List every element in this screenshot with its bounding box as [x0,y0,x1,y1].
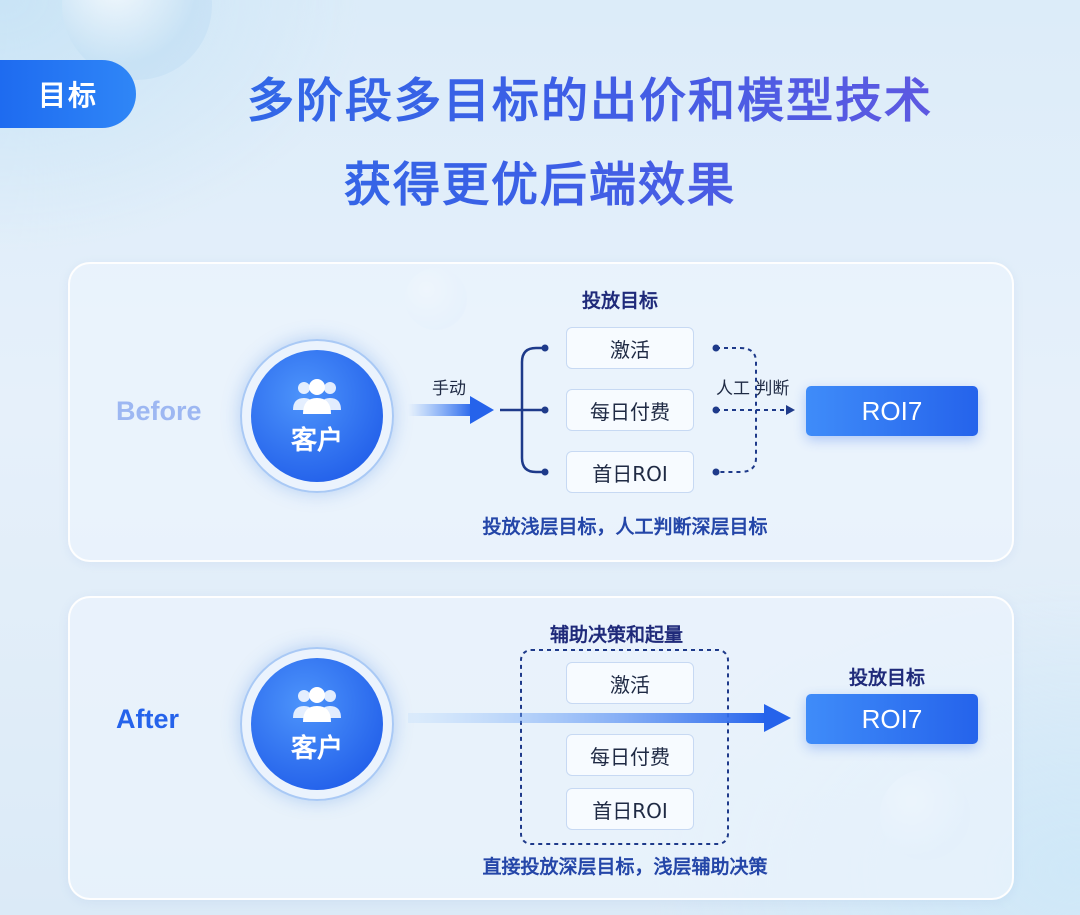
client-node-before: 客户 [240,339,394,493]
goal-first-day-roi: 首日ROI [566,451,694,493]
target-title: 投放目标 [849,667,926,689]
goal-activation: 激活 [566,662,694,704]
section-tag: 目标 [0,60,136,128]
client-node-after: 客户 [240,647,394,801]
goal-first-day-roi: 首日ROI [566,788,694,830]
goal-activation: 激活 [566,327,694,369]
after-label: After [116,704,180,734]
assist-title: 辅助决策和起量 [550,624,684,646]
roi7-box: ROI7 [806,694,978,744]
users-icon [293,686,341,722]
goal-daily-payment: 每日付费 [566,734,694,776]
client-label: 客户 [290,425,343,456]
roi7-box: ROI7 [806,386,978,436]
page-title: 多阶段多目标的出价和模型技术 [0,62,1080,131]
users-icon [293,378,341,414]
manual-judgment-label: 人工 判断 [716,379,790,399]
before-label: Before [116,396,202,426]
before-caption: 投放浅层目标，人工判断深层目标 [482,516,768,538]
goal-daily-payment: 每日付费 [566,389,694,431]
goals-title: 投放目标 [582,290,659,312]
page-subtitle: 获得更优后端效果 [0,146,1080,215]
client-label: 客户 [290,733,343,764]
after-caption: 直接投放深层目标，浅层辅助决策 [482,856,768,878]
manual-label: 手动 [432,379,466,399]
